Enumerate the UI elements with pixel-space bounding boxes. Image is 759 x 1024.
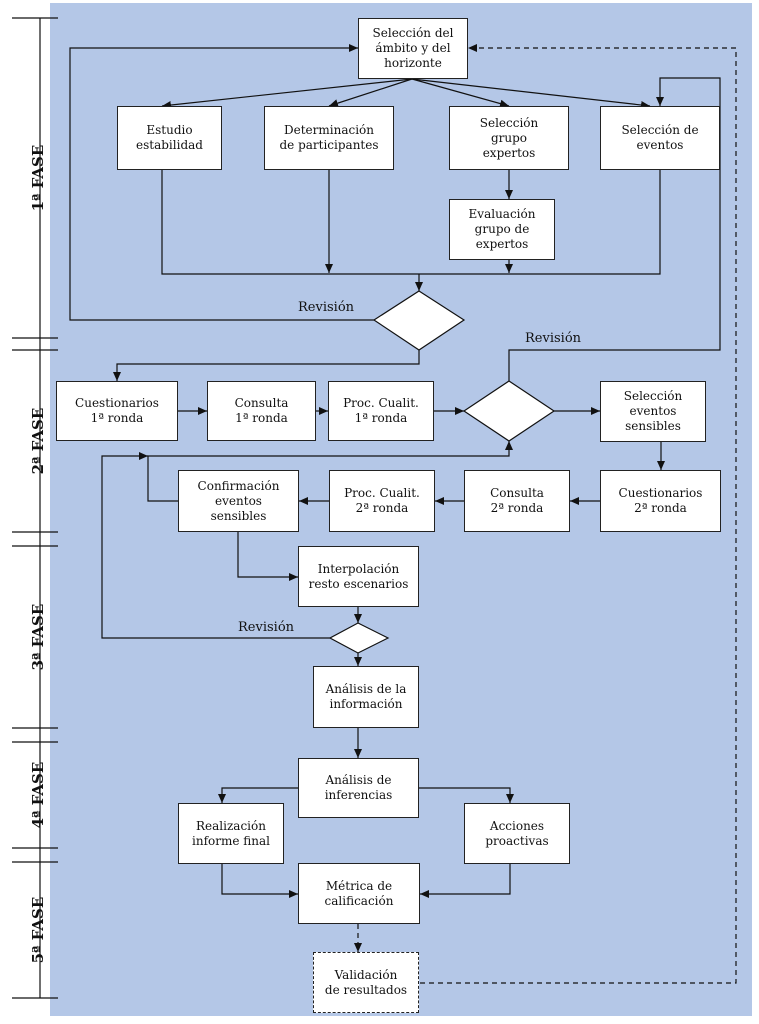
phase-label-3: 3ª FASE <box>29 603 47 671</box>
box-evaluacion-grupo-expertos: Evaluación grupo de expertos <box>449 199 555 260</box>
box-cuestionarios-1: Cuestionarios 1ª ronda <box>56 381 178 441</box>
box-informe-final: Realización informe final <box>178 803 284 864</box>
phase-label-1: 1ª FASE <box>29 144 47 212</box>
box-analisis-informacion: Análisis de la información <box>313 666 419 728</box>
box-cuestionarios-2: Cuestionarios 2ª ronda <box>600 470 721 532</box>
box-seleccion-ambito: Selección del ámbito y del horizonte <box>358 18 468 79</box>
box-analisis-inferencias: Análisis de inferencias <box>298 758 419 818</box>
label-revision-2: Revisión <box>525 331 582 346</box>
box-consulta-2: Consulta 2ª ronda <box>464 470 570 532</box>
phase-label-4: 4ª FASE <box>29 761 47 829</box>
box-seleccion-eventos-sensibles: Selección eventos sensibles <box>600 381 706 442</box>
box-proc-cualit-2: Proc. Cualit. 2ª ronda <box>329 470 435 532</box>
box-determinacion-participantes: Determinación de participantes <box>264 106 394 170</box>
box-confirmacion-eventos-sensibles: Confirmación eventos sensibles <box>178 470 299 532</box>
box-metrica: Métrica de calificación <box>298 863 420 924</box>
phase-label-5: 5ª FASE <box>29 896 47 964</box>
box-acciones-proactivas: Acciones proactivas <box>464 803 570 864</box>
box-proc-cualit-1: Proc. Cualit. 1ª ronda <box>328 381 434 441</box>
box-interpolacion: Interpolación resto escenarios <box>298 546 419 607</box>
phase-label-2: 2ª FASE <box>29 407 47 475</box>
box-consulta-1: Consulta 1ª ronda <box>207 381 316 441</box>
box-seleccion-eventos: Selección de eventos <box>600 106 720 170</box>
label-revision-1: Revisión <box>298 300 355 315</box>
label-revision-3: Revisión <box>238 620 295 635</box>
box-estudio-estabilidad: Estudio estabilidad <box>117 106 222 170</box>
box-seleccion-grupo-expertos: Selección grupo expertos <box>449 106 569 170</box>
box-validacion: Validación de resultados <box>313 952 419 1013</box>
